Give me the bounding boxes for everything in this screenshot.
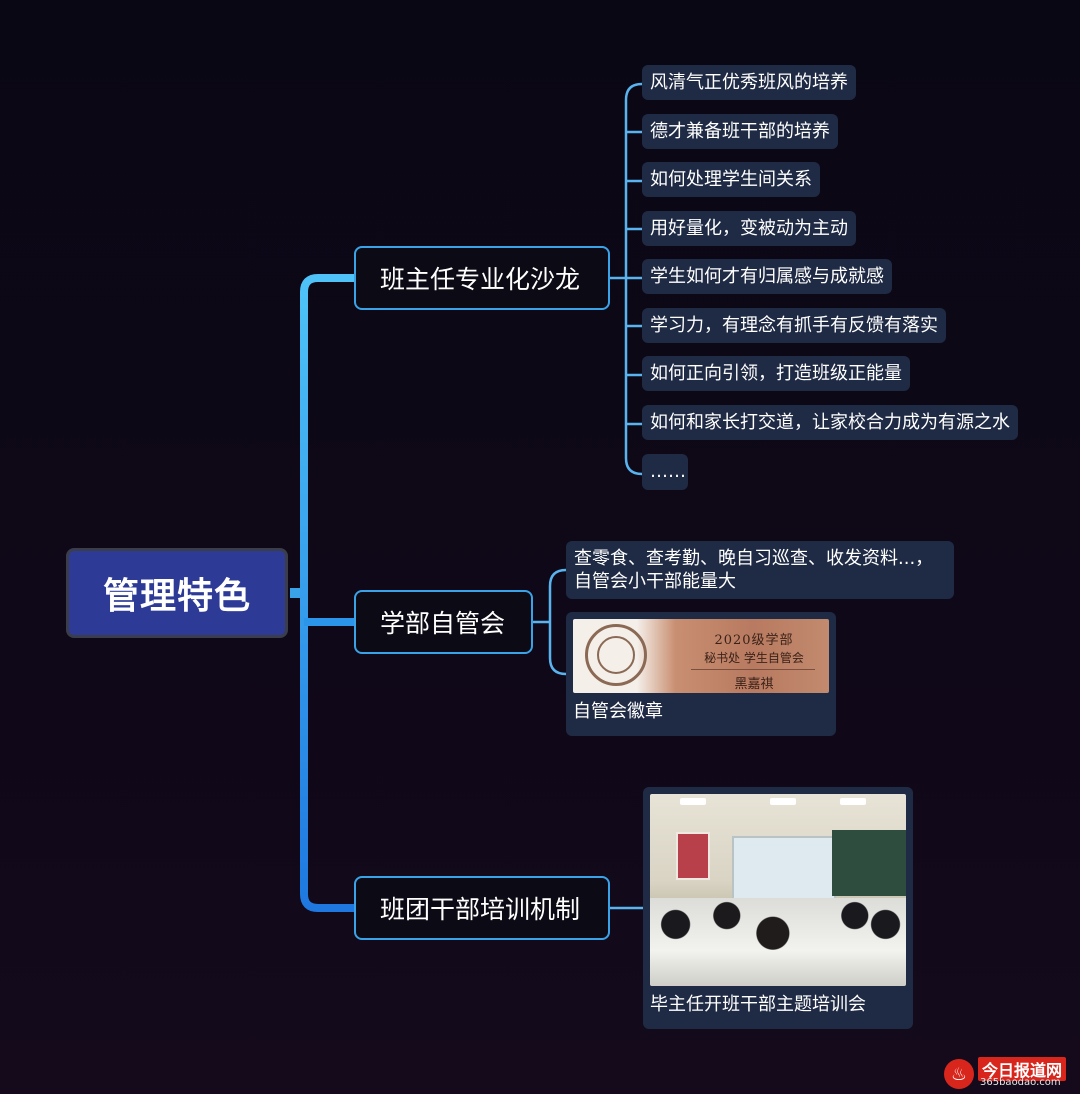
branch-selfmgmt-label: 学部自管会 <box>380 609 506 638</box>
selfmgmt-bracket <box>532 568 567 676</box>
training-photo <box>650 794 906 986</box>
photo-caption: 毕主任开班干部主题培训会 <box>650 994 866 1015</box>
salon-item[interactable]: 风清气正优秀班风的培养 <box>642 65 856 100</box>
school-seal-icon <box>585 624 647 686</box>
salon-item[interactable]: 用好量化，变被动为主动 <box>642 211 856 246</box>
badge-line3: 黑嘉祺 <box>734 677 774 692</box>
salon-item-label: …… <box>650 461 686 482</box>
salon-item-label: 风清气正优秀班风的培养 <box>650 72 848 93</box>
root-label: 管理特色 <box>102 576 251 617</box>
branch-selfmgmt[interactable]: 学部自管会 <box>354 590 533 654</box>
badge-caption: 自管会徽章 <box>573 701 663 722</box>
salon-item[interactable]: 德才兼备班干部的培养 <box>642 114 838 149</box>
selfmgmt-note[interactable]: 查零食、查考勤、晚自习巡查、收发资料...，自管会小干部能量大 <box>566 541 954 599</box>
branch-salon-label: 班主任专业化沙龙 <box>380 265 581 294</box>
salon-item[interactable]: …… <box>642 454 688 490</box>
branch-training-label: 班团干部培训机制 <box>380 895 581 924</box>
salon-item[interactable]: 如何正向引领，打造班级正能量 <box>642 356 910 391</box>
selfmgmt-note-label: 查零食、查考勤、晚自习巡查、收发资料...，自管会小干部能量大 <box>574 548 934 592</box>
badge-line1: 2020级学部 <box>714 633 794 648</box>
salon-item[interactable]: 学习力，有理念有抓手有反馈有落实 <box>642 308 946 343</box>
salon-item-label: 学生如何才有归属感与成就感 <box>650 266 884 287</box>
salon-item[interactable]: 如何和家长打交道，让家校合力成为有源之水 <box>642 405 1018 440</box>
salon-item[interactable]: 学生如何才有归属感与成就感 <box>642 259 892 294</box>
branch-training[interactable]: 班团干部培训机制 <box>354 876 610 940</box>
site-watermark: ♨ 今日报道网 365baodao.com <box>944 1057 1076 1091</box>
watermark-title: 今日报道网 <box>978 1057 1067 1081</box>
salon-item-label: 用好量化，变被动为主动 <box>650 218 848 239</box>
salon-item-label: 德才兼备班干部的培养 <box>650 121 830 142</box>
salon-item-label: 如何正向引领，打造班级正能量 <box>650 363 902 384</box>
branch-salon[interactable]: 班主任专业化沙龙 <box>354 246 610 310</box>
salon-item-label: 学习力，有理念有抓手有反馈有落实 <box>650 315 938 336</box>
badge-image: 2020级学部 秘书处 学生自管会 黑嘉祺 <box>573 619 829 693</box>
watermark-url: 365baodao.com <box>980 1077 1061 1088</box>
flame-icon: ♨ <box>944 1059 974 1089</box>
salon-item-label: 如何处理学生间关系 <box>650 169 812 190</box>
badge-card[interactable]: 2020级学部 秘书处 学生自管会 黑嘉祺 自管会徽章 <box>566 612 836 736</box>
trunk-link <box>300 274 359 912</box>
salon-item-label: 如何和家长打交道，让家校合力成为有源之水 <box>650 412 1010 433</box>
salon-item[interactable]: 如何处理学生间关系 <box>642 162 820 197</box>
photo-card[interactable]: 毕主任开班干部主题培训会 <box>643 787 913 1029</box>
root-node[interactable]: 管理特色 <box>66 548 288 638</box>
badge-line2: 秘书处 学生自管会 <box>704 651 804 665</box>
